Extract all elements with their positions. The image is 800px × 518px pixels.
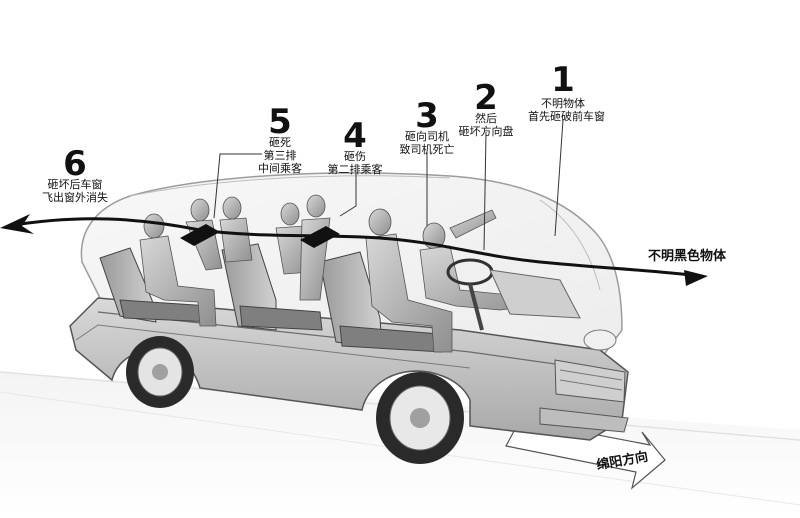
marker-4-line1: 砸伤 <box>344 150 366 163</box>
seat-row-3 <box>99 247 215 323</box>
marker-6-caption: 砸坏后车窗 飞出窗外消失 <box>40 178 110 204</box>
van-body <box>69 297 629 441</box>
marker-4-line2: 第二排乘客 <box>327 163 383 176</box>
marker-4-caption: 砸伤 第二排乘客 <box>320 150 390 176</box>
marker-2-line1: 然后 <box>475 112 497 125</box>
direction-arrow <box>505 419 666 490</box>
marker-6-number: 6 <box>63 144 87 184</box>
seat-row-2 <box>221 243 323 331</box>
leader-lines <box>213 119 564 251</box>
marker-1-number: 1 <box>551 60 575 100</box>
seat-row-1 <box>319 251 443 353</box>
marker-2-line2: 砸坏方向盘 <box>458 125 514 138</box>
object-trajectory <box>0 214 708 286</box>
marker-5-line1: 砸死 <box>269 136 291 149</box>
marker-3-caption: 砸向司机 致司机死亡 <box>392 130 462 156</box>
marker-6-line2: 飞出窗外消失 <box>42 191 108 204</box>
marker-5-line3: 中间乘客 <box>258 162 302 175</box>
object-label: 不明黑色物体 <box>648 249 727 264</box>
marker-6-line1: 砸坏后车窗 <box>47 178 103 191</box>
marker-2-caption: 然后 砸坏方向盘 <box>452 112 520 138</box>
marker-3-line2: 致司机死亡 <box>399 143 455 156</box>
marker-1-line2: 首先砸破前车窗 <box>528 110 605 123</box>
marker-5-number: 5 <box>268 102 292 142</box>
rear-wheel <box>126 336 194 408</box>
marker-1-line1: 不明物体 <box>541 97 585 110</box>
marker-3-line1: 砸向司机 <box>405 130 449 143</box>
marker-4-number: 4 <box>343 116 367 156</box>
marker-3-number: 3 <box>415 96 439 136</box>
marker-1-caption: 不明物体 首先砸破前车窗 <box>528 97 605 123</box>
marker-2-number: 2 <box>474 78 498 118</box>
front-wheel <box>376 372 464 464</box>
dashboard <box>489 269 581 319</box>
marker-5-caption: 砸死 第三排 中间乘客 <box>246 136 314 175</box>
marker-5-line2: 第三排 <box>263 149 297 162</box>
